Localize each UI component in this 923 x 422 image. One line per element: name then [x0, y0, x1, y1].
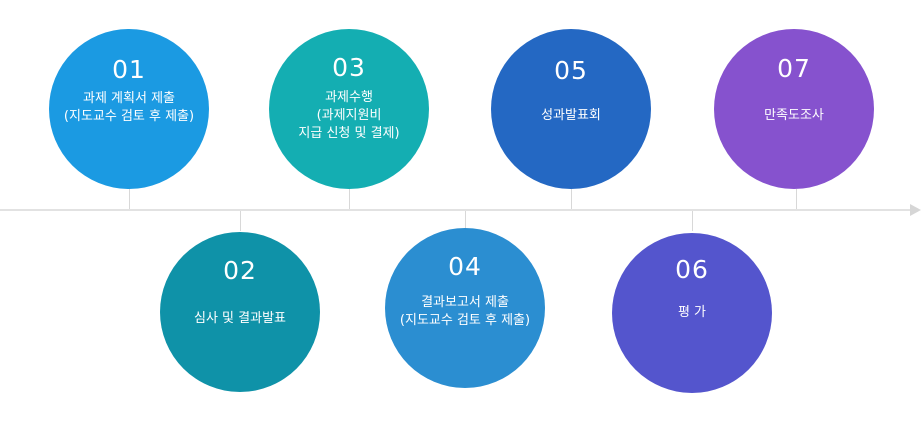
step-label: 과제수행 (과제지원비 지급 신청 및 결제)	[269, 89, 429, 143]
step-label-line: (지도교수 검토 후 제출)	[399, 313, 531, 328]
step-07: 07 만족도조사	[714, 29, 874, 189]
connector-03	[349, 189, 350, 209]
step-label-line: 과제 계획서 제출	[83, 91, 175, 106]
step-number: 03	[332, 53, 366, 82]
step-number: 01	[112, 55, 146, 84]
step-number: 07	[777, 54, 811, 83]
step-label-line: 결과보고서 제출	[421, 295, 509, 310]
step-number: 05	[554, 56, 588, 85]
step-label: 만족도조사	[714, 107, 874, 125]
step-label-line: 성과발표회	[541, 108, 601, 123]
step-label-line: 만족도조사	[764, 108, 824, 123]
step-label-line: 과제수행	[325, 90, 373, 105]
step-06: 06 평 가	[612, 233, 772, 393]
step-01: 01 과제 계획서 제출 (지도교수 검토 후 제출)	[49, 29, 209, 189]
step-number: 06	[675, 255, 709, 284]
step-label-line: (과제지원비	[316, 108, 382, 123]
step-label-line: 지급 신청 및 결제)	[298, 126, 400, 141]
step-02: 02 심사 및 결과발표	[160, 232, 320, 392]
step-label: 심사 및 결과발표	[160, 310, 320, 328]
step-label: 평 가	[612, 304, 772, 322]
step-label-line: (지도교수 검토 후 제출)	[63, 109, 195, 124]
step-label-line: 심사 및 결과발표	[194, 311, 286, 326]
step-label-line: 평 가	[677, 305, 707, 320]
step-05: 05 성과발표회	[491, 29, 651, 189]
step-label: 성과발표회	[491, 107, 651, 125]
step-04: 04 결과보고서 제출 (지도교수 검토 후 제출)	[385, 228, 545, 388]
connector-04	[465, 211, 466, 231]
timeline-arrow-icon	[910, 204, 921, 216]
connector-05	[571, 189, 572, 209]
connector-01	[129, 189, 130, 209]
connector-06	[692, 211, 693, 231]
step-number: 02	[223, 256, 257, 285]
step-label: 결과보고서 제출 (지도교수 검토 후 제출)	[385, 294, 545, 330]
timeline-line	[0, 209, 912, 211]
step-03: 03 과제수행 (과제지원비 지급 신청 및 결제)	[269, 29, 429, 189]
step-label: 과제 계획서 제출 (지도교수 검토 후 제출)	[49, 90, 209, 126]
connector-07	[796, 189, 797, 209]
connector-02	[240, 211, 241, 231]
step-number: 04	[448, 252, 482, 281]
